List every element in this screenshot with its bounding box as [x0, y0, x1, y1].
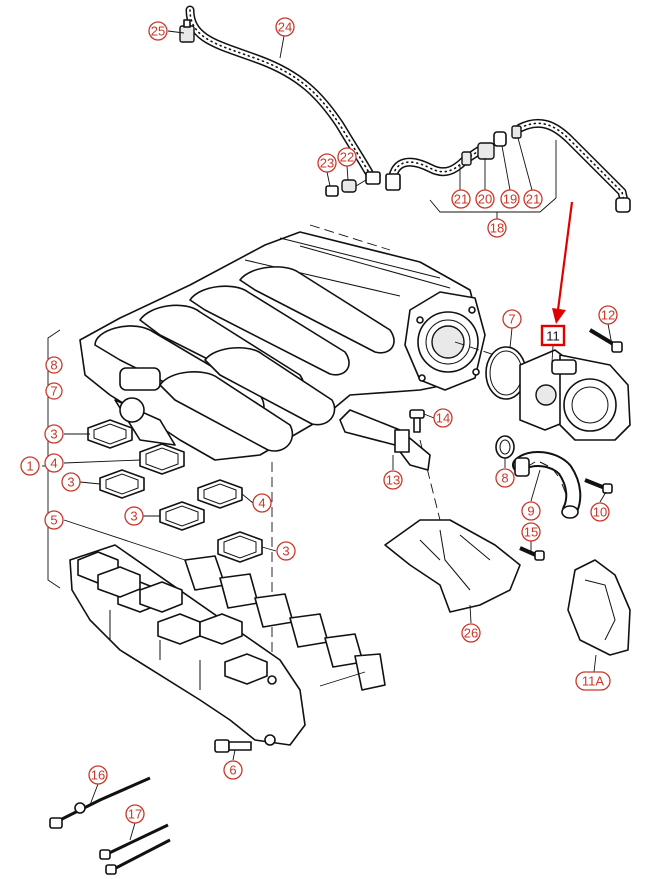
callout-21b[interactable]: 21	[523, 189, 543, 209]
callout-8b[interactable]: 8	[495, 468, 515, 488]
lower-intake-manifold	[69, 544, 306, 746]
throttle-body	[519, 349, 631, 441]
callout-12[interactable]: 12	[598, 305, 618, 325]
callout-21a[interactable]: 21	[451, 189, 471, 209]
bolt-12	[588, 328, 623, 353]
svg-text:15: 15	[524, 525, 538, 540]
callout-11a[interactable]: 11A	[575, 671, 611, 691]
leader-lines	[63, 30, 613, 841]
svg-text:4: 4	[50, 456, 57, 471]
svg-text:12: 12	[601, 308, 615, 323]
callout-23[interactable]: 23	[317, 153, 337, 173]
cover-11a	[567, 559, 631, 656]
red-pointer-arrow	[552, 201, 574, 324]
callout-6[interactable]: 6	[223, 760, 243, 780]
callout-3c[interactable]: 3	[124, 506, 144, 526]
svg-text:22: 22	[340, 150, 354, 165]
callout-20[interactable]: 20	[475, 189, 495, 209]
clamp-8	[495, 435, 515, 459]
callout-22[interactable]: 22	[337, 147, 357, 167]
bolt-6	[214, 739, 252, 753]
svg-text:19: 19	[503, 192, 517, 207]
svg-text:5: 5	[50, 513, 57, 528]
svg-text:3: 3	[50, 427, 57, 442]
callout-4a[interactable]: 4	[44, 453, 64, 473]
callout-10[interactable]: 10	[590, 502, 610, 522]
breather-hose-24	[185, 5, 381, 185]
svg-text:21: 21	[454, 192, 468, 207]
cable-tie-16	[49, 776, 151, 829]
group-bracket-18	[429, 137, 557, 220]
callout-25[interactable]: 25	[148, 21, 168, 41]
svg-text:3: 3	[130, 509, 137, 524]
svg-text:10: 10	[593, 505, 607, 520]
svg-text:11: 11	[546, 329, 560, 344]
bolt-15	[519, 546, 545, 561]
callout-17[interactable]: 17	[125, 804, 145, 824]
breather-hose-18	[385, 118, 631, 213]
callout-3a[interactable]: 3	[44, 424, 64, 444]
svg-text:11A: 11A	[582, 674, 604, 689]
gaskets-3-4	[87, 419, 263, 563]
bolt-10	[584, 478, 613, 494]
svg-text:9: 9	[527, 504, 534, 519]
svg-text:7: 7	[50, 384, 57, 399]
callout-19[interactable]: 19	[500, 189, 520, 209]
svg-text:14: 14	[436, 411, 450, 426]
dash-line-4	[419, 439, 441, 521]
callout-7b[interactable]: 7	[502, 309, 522, 329]
callout-8a[interactable]: 8	[45, 356, 63, 374]
callout-18[interactable]: 18	[487, 218, 507, 238]
svg-text:8: 8	[50, 358, 57, 373]
callout-9[interactable]: 9	[521, 501, 541, 521]
svg-text:25: 25	[151, 24, 165, 39]
svg-text:3: 3	[282, 544, 289, 559]
connector-25	[179, 19, 195, 43]
callout-13[interactable]: 13	[383, 470, 403, 490]
coolant-hose-9	[512, 451, 582, 519]
svg-text:21: 21	[526, 192, 540, 207]
throttle-flange	[404, 291, 486, 391]
connector-22-23	[325, 179, 367, 197]
svg-text:3: 3	[67, 475, 74, 490]
svg-text:17: 17	[128, 807, 142, 822]
callout-1[interactable]: 1	[20, 456, 40, 476]
gasket-strip-5	[184, 555, 386, 691]
dash-line-1	[309, 224, 391, 251]
svg-text:6: 6	[229, 763, 236, 778]
heat-shield-26	[384, 519, 521, 613]
callout-3d[interactable]: 3	[276, 541, 296, 561]
callout-14[interactable]: 14	[433, 408, 453, 428]
svg-text:8: 8	[501, 471, 508, 486]
callout-5[interactable]: 5	[44, 510, 64, 530]
callout-16[interactable]: 16	[88, 765, 108, 785]
svg-text:16: 16	[91, 768, 105, 783]
upper-intake-manifold	[79, 231, 481, 461]
bolt-14	[409, 409, 425, 433]
bracket-13	[339, 409, 431, 471]
svg-text:23: 23	[320, 156, 334, 171]
svg-text:24: 24	[278, 20, 292, 35]
callout-7a[interactable]: 7	[45, 382, 63, 400]
svg-text:4: 4	[258, 496, 265, 511]
callout-15[interactable]: 15	[521, 522, 541, 542]
callout-3b[interactable]: 3	[61, 472, 81, 492]
svg-text:20: 20	[478, 192, 492, 207]
svg-text:26: 26	[464, 626, 478, 641]
callout-26[interactable]: 26	[461, 623, 481, 643]
svg-text:1: 1	[26, 459, 33, 474]
cable-tie-17	[99, 823, 171, 875]
svg-text:7: 7	[508, 312, 515, 327]
callout-24[interactable]: 24	[275, 17, 295, 37]
callout-4b[interactable]: 4	[252, 493, 272, 513]
callout-11-highlighted[interactable]: 11	[540, 324, 566, 347]
svg-text:13: 13	[386, 473, 400, 488]
svg-text:18: 18	[490, 221, 504, 236]
